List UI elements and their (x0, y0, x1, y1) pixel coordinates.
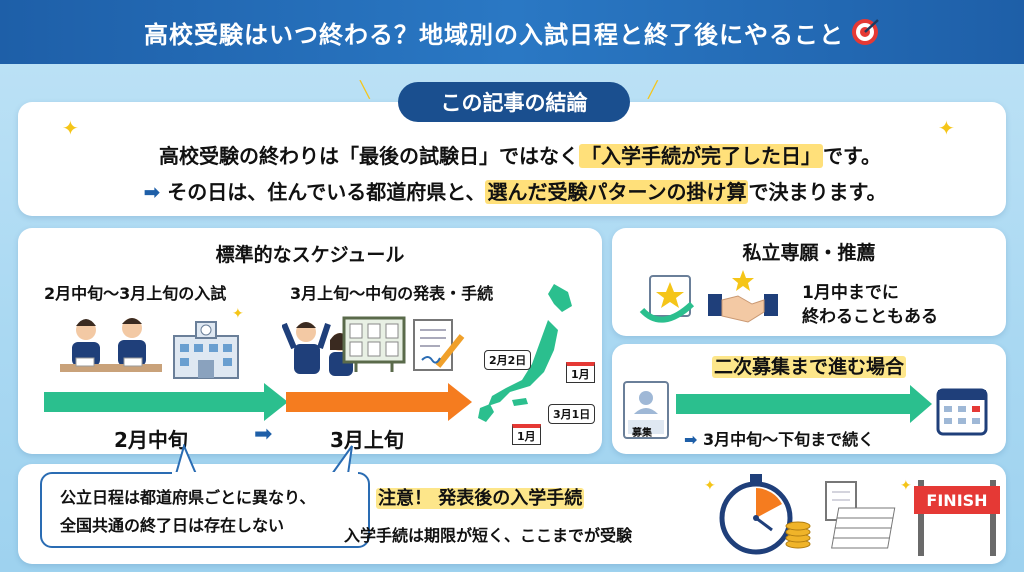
sparkle-icon: ✦ (62, 116, 79, 140)
finish-sign: FINISH (914, 486, 1000, 514)
caution-title: 注意！ 発表後の入学手続 (376, 484, 585, 510)
timeline-arrow-mar (286, 392, 450, 412)
page-header: 高校受験はいつ終わる？地域別の入試日程と終了後にやること (0, 0, 1024, 64)
document-pen-icon (413, 319, 465, 371)
coins-papers-icon (785, 481, 896, 549)
conclusion-text: です。 (823, 144, 881, 168)
conclusion-text: 高校受験の終わりは「最後の試験日」ではなく (159, 144, 579, 168)
arrow-right-icon: ➡ (254, 422, 273, 447)
school-building-icon (173, 321, 239, 379)
sparkle-icon: ✦ (232, 306, 244, 322)
target-icon (852, 19, 879, 45)
conclusion-highlight: 「入学手続が完了した日」 (579, 144, 823, 168)
conclusion-highlight: 選んだ受験パターンの掛け算 (485, 180, 749, 204)
sparkle-icon: ✦ (704, 478, 716, 494)
timeline-label-feb: 2月中旬 (114, 428, 188, 452)
second-arrow (676, 394, 912, 414)
second-title: 二次募集まで進む場合 (612, 352, 1006, 379)
sparkle-decoration: ╲ (360, 80, 370, 99)
regional-note-line-2: 全国共通の終了日は存在しない (60, 516, 285, 535)
conclusion-label: この記事の結論 (398, 82, 630, 122)
second-text: ➡ 3月中旬〜下旬まで続く (684, 426, 874, 450)
schedule-title: 標準的なスケジュール (215, 244, 405, 266)
handshake-icon (708, 270, 778, 323)
map-callout: 3月1日 (548, 404, 596, 424)
schedule-caption-exam: 2月中旬〜3月上旬の入試 (44, 284, 227, 303)
star-certificate-icon (639, 275, 695, 323)
page-title: 高校受験はいつ終わる？地域別の入試日程と終了後にやること (144, 20, 844, 49)
timeline-arrow-mar-head (448, 383, 472, 421)
map-calendar-label: 1月 (512, 424, 541, 445)
conclusion-text: で決まります。 (748, 180, 887, 204)
recruitment-document-icon (623, 381, 669, 439)
students-exam-icon (60, 318, 162, 372)
bubble-pointer (172, 444, 358, 476)
conclusion-line-1: 高校受験の終わりは「最後の試験日」ではなく「入学手続が完了した日」です。 (70, 140, 970, 169)
second-title-text: 二次募集まで進む場合 (711, 356, 906, 378)
second-arrow-head (910, 385, 932, 423)
result-board-icon (342, 316, 406, 372)
recruitment-label: 募集 (632, 428, 652, 439)
caution-text: 入学手続は期限が短く、ここまでが受験 (344, 526, 633, 545)
map-calendar-label: 1月 (566, 362, 595, 383)
japan-map-icon (478, 284, 572, 422)
arrow-right-icon: ➡ (143, 180, 161, 204)
second-period: 3月中旬〜下旬まで続く (702, 430, 875, 449)
regional-note-line-1: 公立日程は都道府県ごとに異なり、 (60, 488, 316, 507)
sparkle-icon: ✦ (938, 116, 955, 140)
calendar-icon (936, 388, 988, 436)
caution-title-text: 注意！ 発表後の入学手続 (376, 488, 585, 509)
private-text-2: 終わることもある (802, 307, 938, 327)
stopwatch-icon (719, 474, 793, 555)
arrow-right-icon: ➡ (684, 430, 698, 449)
timeline-label-mar: 3月上旬 (330, 428, 404, 452)
celebrating-students-icon (282, 322, 353, 376)
timeline-arrow-feb (44, 392, 266, 412)
sparkle-decoration: ╱ (648, 80, 658, 99)
private-text-1: 1月中までに (802, 283, 899, 303)
finish-post-left (918, 480, 924, 556)
conclusion-line-2: ➡ その日は、住んでいる都道府県と、選んだ受験パターンの掛け算で決まります。 (60, 176, 970, 205)
finish-post-right (990, 480, 996, 556)
private-title: 私立専願・推薦 (742, 242, 876, 264)
timeline-arrow-feb-head (264, 383, 288, 421)
sparkle-icon: ✦ (900, 478, 912, 494)
schedule-caption-result: 3月上旬〜中旬の発表・手続 (290, 284, 494, 303)
conclusion-text: その日は、住んでいる都道府県と、 (167, 180, 486, 204)
map-callout: 2月2日 (484, 350, 532, 370)
